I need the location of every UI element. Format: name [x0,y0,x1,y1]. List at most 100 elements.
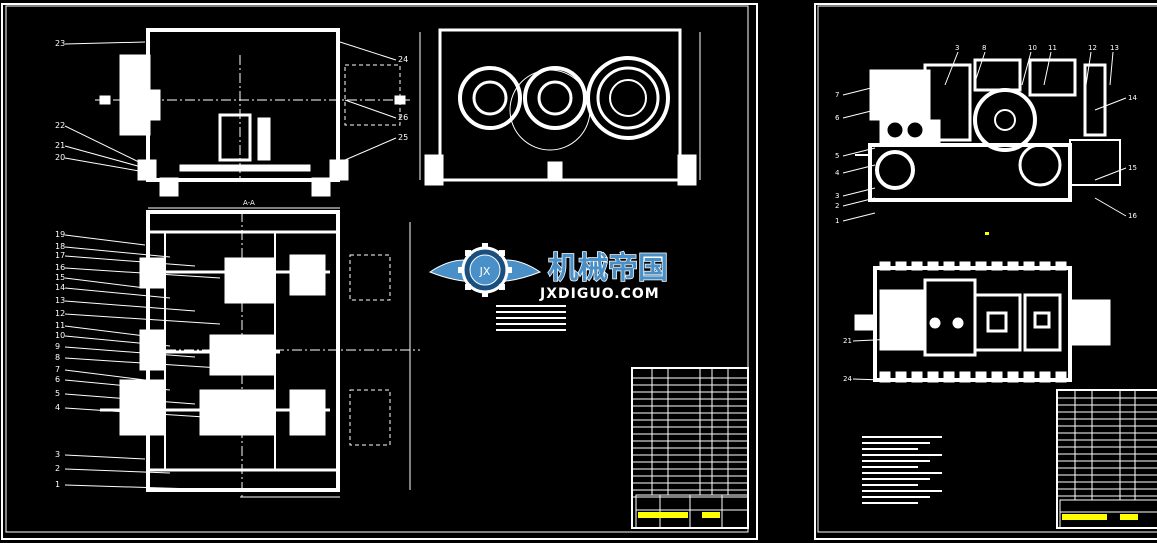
track-tread-top [1023,261,1035,271]
leader-line [64,357,221,369]
leader-line [64,125,146,166]
callout-number: 2 [55,464,60,473]
leader-line [1094,197,1127,217]
watermark-title: 机械帝国 [548,251,668,286]
track-tread-top [975,261,987,271]
foot-pad-left [159,177,179,197]
side-foot-left [424,154,444,186]
track-tread [1039,371,1051,383]
gearbox-casing [923,63,972,142]
shaft-end-right [394,95,406,105]
bracket-rib [257,117,271,161]
side-foot-center [547,161,563,181]
base-plate [179,164,311,172]
plan-block-1-inner [986,311,1008,333]
leader-line [842,147,876,157]
notes-text-line [862,484,918,486]
callout-number: 11 [55,321,65,330]
shaft-end-bottom [289,389,326,436]
notes-text-line [496,323,566,325]
gear-tooth [506,267,512,273]
track-tread [927,371,939,383]
leader-line [64,313,221,325]
plan-bolt-1 [929,317,941,329]
notes-text-line [496,311,566,313]
leader-line [64,287,171,299]
watermark: JX 机械帝国 JXDIGUO.COM [428,243,669,331]
right-assembly-view [855,58,1121,235]
notes-text-line [862,472,942,474]
leader-line [64,234,146,246]
title-block-highlight-2 [1120,514,1138,520]
plan-block-2-inner [1033,311,1051,329]
callout-number: 17 [55,251,65,260]
callout-number: 10 [55,331,65,340]
callout-number: 13 [1110,44,1119,52]
callout-number: 9 [55,342,60,351]
leader-line [842,187,876,197]
gear-tooth [498,250,505,257]
left-sheet-border [1,3,758,540]
gear-bottom [199,389,276,436]
gear-tooth [482,243,488,249]
dashed-shaft-bottom [349,389,391,446]
coupling [149,89,161,121]
foot-pad-right [311,177,331,197]
callout-number: 3 [835,192,839,200]
callout-number: 7 [55,365,60,374]
callout-number: 15 [55,273,65,282]
leader-line [64,255,196,267]
leader-line [1109,51,1114,86]
drawing-sheets [1,3,1157,540]
notes-text-line [496,317,566,319]
leader-line [64,157,146,173]
roller-2 [906,121,924,139]
dashed-shaft-top [349,254,391,301]
leader-line [339,41,397,61]
upper-housing [973,58,1022,92]
notes-text-line [862,496,930,498]
arm-bracket [1083,63,1107,137]
track-tread-top [1055,261,1067,271]
callout-number: 22 [55,121,65,130]
gear-tooth [465,283,472,290]
leader-line [64,393,196,405]
notes-text-line [862,448,918,450]
title-block-highlight [638,512,688,518]
upper-housing-right [1028,58,1077,97]
shaft-end-left [99,95,111,105]
track-tread-top [1039,261,1051,271]
track-tread [911,371,923,383]
callout-number: 26 [398,113,408,122]
track-tread [943,371,955,383]
notes-text-line [862,454,942,456]
track-tread [991,371,1003,383]
input-coupling [119,379,166,436]
plan-block-1 [973,293,1022,352]
leader-line [1021,51,1032,86]
leader-line [64,346,196,358]
callout-number: 12 [55,309,65,318]
leader-line [852,337,916,342]
callout-number: 3 [55,450,60,459]
callout-number: 18 [55,242,65,251]
plan-gearbox [923,278,977,357]
callout-number: 24 [843,375,852,383]
callout-number: 8 [982,44,986,52]
callout-number: 19 [55,230,65,239]
notes-text-line [862,466,918,468]
callout-number: 10 [1028,44,1037,52]
leader-line [1043,51,1052,86]
leader-line [944,51,959,86]
section-label: A-A [243,199,255,207]
leader-line [842,197,876,207]
left-side-view-gears [419,28,701,186]
notes-text-line [862,502,918,504]
callout-number: 4 [835,169,840,177]
idler-wheel [1018,143,1062,187]
callout-number: 14 [1128,94,1137,102]
track-tread [895,371,907,383]
track-tread-top [895,261,907,271]
